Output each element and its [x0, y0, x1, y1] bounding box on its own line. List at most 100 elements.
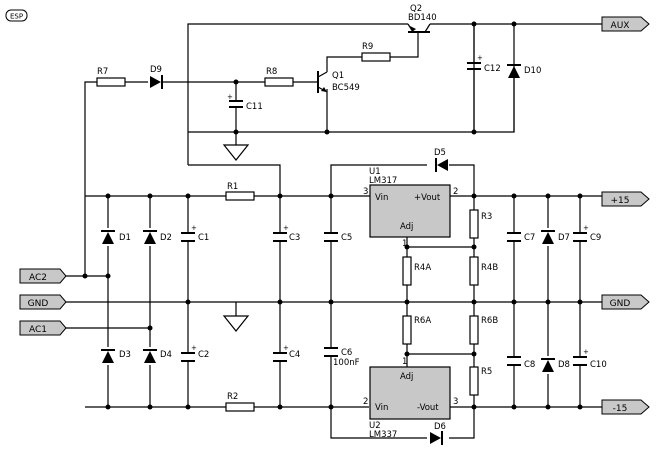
ground-symbol — [222, 144, 250, 161]
terminal-gnd-left: GND — [19, 294, 67, 310]
svg-text:+: + — [191, 224, 197, 232]
label-d10: D10 — [524, 66, 541, 76]
junction-dot — [471, 193, 477, 199]
resistor-r7 — [96, 77, 126, 87]
capacitor-c11: + — [227, 93, 243, 108]
svg-text:+: + — [283, 344, 289, 352]
svg-text:+: + — [191, 344, 197, 352]
label-d3: D3 — [119, 350, 131, 360]
label-r2: R2 — [227, 392, 238, 402]
label-r6b: R6B — [481, 316, 498, 326]
label-d4: D4 — [160, 350, 172, 360]
diode-d8 — [541, 358, 555, 372]
resistor-r1 — [225, 191, 255, 201]
junction-dot — [577, 404, 583, 410]
transistor-q1 — [317, 71, 328, 93]
resistor-r2 — [225, 402, 255, 412]
diode-d6 — [430, 431, 443, 445]
label-c5: C5 — [341, 233, 352, 243]
junction-dot — [185, 193, 191, 199]
junction-dot — [577, 299, 583, 305]
junction-dot — [277, 299, 283, 305]
u1-pin-3-number: 3 — [363, 187, 368, 197]
label-c4: C4 — [289, 350, 300, 360]
junction-dot — [328, 193, 334, 199]
terminal-gnd-right-label: GND — [610, 299, 631, 309]
terminal-aux-label: AUX — [611, 21, 630, 31]
label-c1: C1 — [198, 233, 209, 243]
junction-dot — [185, 299, 191, 305]
u2-pin-3-number: 3 — [453, 397, 458, 407]
label-r1: R1 — [227, 182, 238, 192]
u1-pin-vin-label: Vin — [375, 193, 388, 203]
resistor-r6a — [402, 315, 412, 345]
terminal-plus15-label: +15 — [611, 196, 630, 206]
terminal-ac1: AC1 — [19, 320, 67, 336]
label-r7: R7 — [97, 67, 108, 77]
ground-symbol — [222, 315, 250, 332]
u2-pin-vout-label: -Vout — [417, 403, 439, 413]
terminal-aux: AUX — [601, 16, 650, 32]
label-c10: C10 — [590, 360, 607, 370]
label-q1: Q1 — [332, 71, 344, 81]
label-u2: U2 — [369, 421, 381, 431]
label-c12: C12 — [484, 64, 501, 74]
u2-pin-adj-label: Adj — [400, 372, 413, 382]
terminal-minus15: -15 — [601, 399, 650, 415]
diode-d4 — [143, 349, 157, 363]
label-c9: C9 — [590, 233, 601, 243]
junction-dot — [324, 129, 330, 135]
junction-dot — [511, 404, 517, 410]
capacitor-c10: + — [573, 348, 589, 366]
capacitor-c1: + — [181, 224, 197, 242]
terminal-ac2: AC2 — [19, 268, 67, 284]
capacitor-c4: + — [273, 344, 289, 362]
terminal-ac1-label: AC1 — [29, 325, 47, 335]
junction-dot — [511, 299, 517, 305]
diode-d1 — [101, 230, 115, 244]
junction-dot — [105, 273, 111, 279]
terminal-plus15: +15 — [601, 191, 650, 207]
u2-pin-2-number: 2 — [363, 397, 368, 407]
svg-text:+: + — [283, 224, 289, 232]
junction-dot — [328, 299, 334, 305]
svg-text:+: + — [583, 348, 589, 356]
junction-dot — [147, 325, 153, 331]
capacitor-c3: + — [273, 224, 289, 242]
u1-pin-2-number: 2 — [453, 187, 458, 197]
diode-d5 — [435, 158, 448, 172]
label-q1-type: BC549 — [332, 83, 360, 93]
label-c3: C3 — [289, 233, 300, 243]
junction-dot — [471, 129, 477, 135]
svg-text:+: + — [227, 93, 233, 101]
terminal-ac2-label: AC2 — [29, 273, 47, 283]
label-c6-value: 100nF — [333, 358, 360, 368]
label-r6a: R6A — [414, 316, 431, 326]
junction-dot — [577, 193, 583, 199]
capacitor-c8 — [507, 356, 521, 366]
label-d9: D9 — [150, 65, 162, 75]
junction-dot — [511, 21, 517, 27]
resistor-r3 — [469, 209, 479, 239]
junction-dot — [545, 193, 551, 199]
label-c2: C2 — [198, 350, 209, 360]
capacitor-c9: + — [573, 224, 589, 242]
label-u1: U1 — [369, 167, 381, 177]
resistor-r4a — [402, 256, 412, 286]
label-c8: C8 — [524, 360, 535, 370]
label-q2: Q2 — [410, 4, 422, 14]
junction-dot — [328, 404, 334, 410]
label-u2-type: LM337 — [369, 430, 397, 440]
label-r4b: R4B — [481, 263, 498, 273]
regulator-u1: Vin +Vout Adj — [369, 184, 451, 238]
u2-pin-1-number: 1 — [402, 357, 407, 367]
u1-pin-1-number: 1 — [402, 239, 407, 249]
label-d1: D1 — [119, 233, 131, 243]
junction-dot — [277, 404, 283, 410]
resistor-r4b — [469, 256, 479, 286]
junction-dot — [404, 299, 410, 305]
junction-dot — [511, 193, 517, 199]
junction-dot — [105, 193, 111, 199]
label-d2: D2 — [160, 233, 172, 243]
junction-dot — [545, 404, 551, 410]
